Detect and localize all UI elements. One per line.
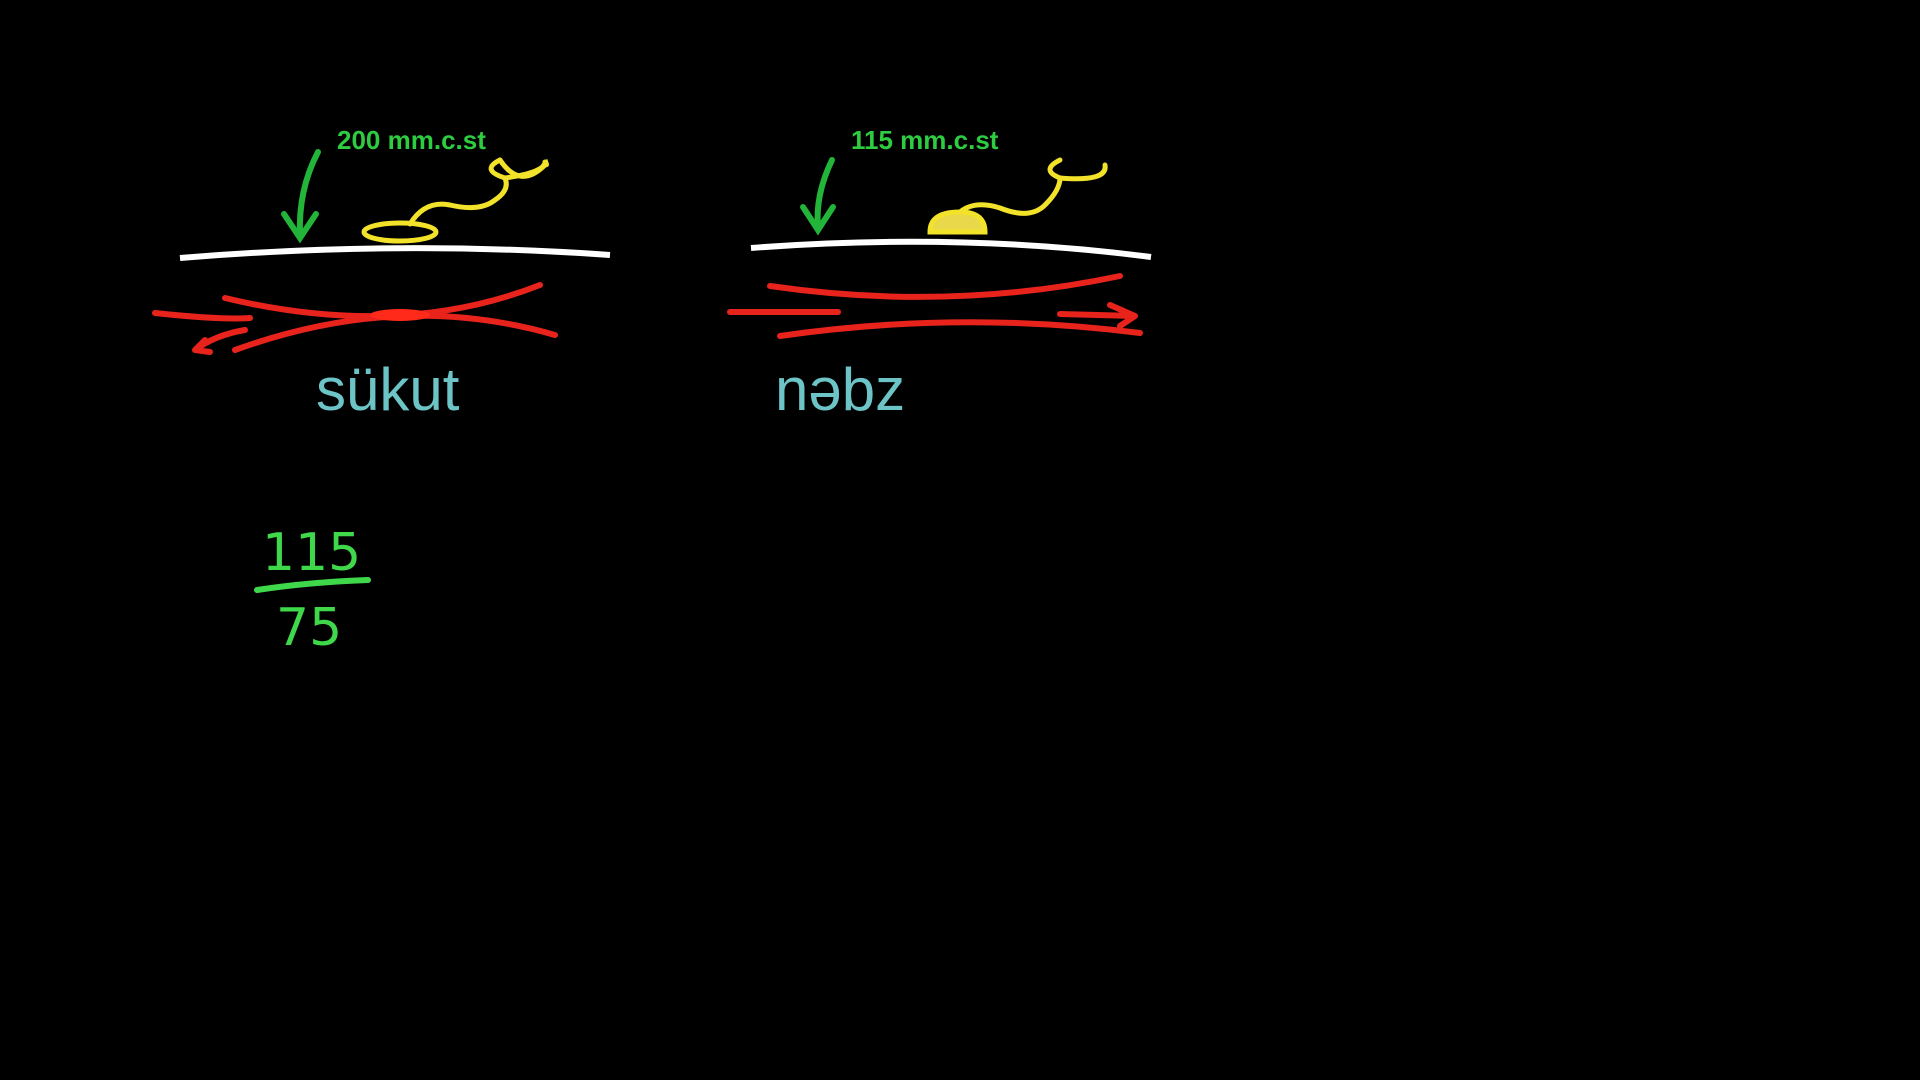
diastolic-value: 75 [276,598,342,658]
left-caption: sükut [316,356,460,423]
pressure-arrow-icon [281,149,321,244]
skin-line [750,238,1152,260]
right-caption: nəbz [775,356,905,423]
right-panel: 115 mm.c.st nəbz [727,125,1152,423]
compressed-artery [152,282,558,355]
stethoscope-icon [927,157,1108,235]
blood-pressure-fraction: 115 75 [254,523,371,658]
left-panel: 200 mm.c.st sükut [152,125,611,423]
skin-line [179,245,611,261]
systolic-value: 115 [262,523,361,583]
pressure-arrow-icon [800,157,836,236]
right-pressure-label: 115 mm.c.st [851,125,999,155]
left-pressure-label: 200 mm.c.st [337,125,486,155]
fraction-bar [254,577,371,593]
open-artery [727,273,1143,339]
stethoscope-icon [361,157,549,244]
